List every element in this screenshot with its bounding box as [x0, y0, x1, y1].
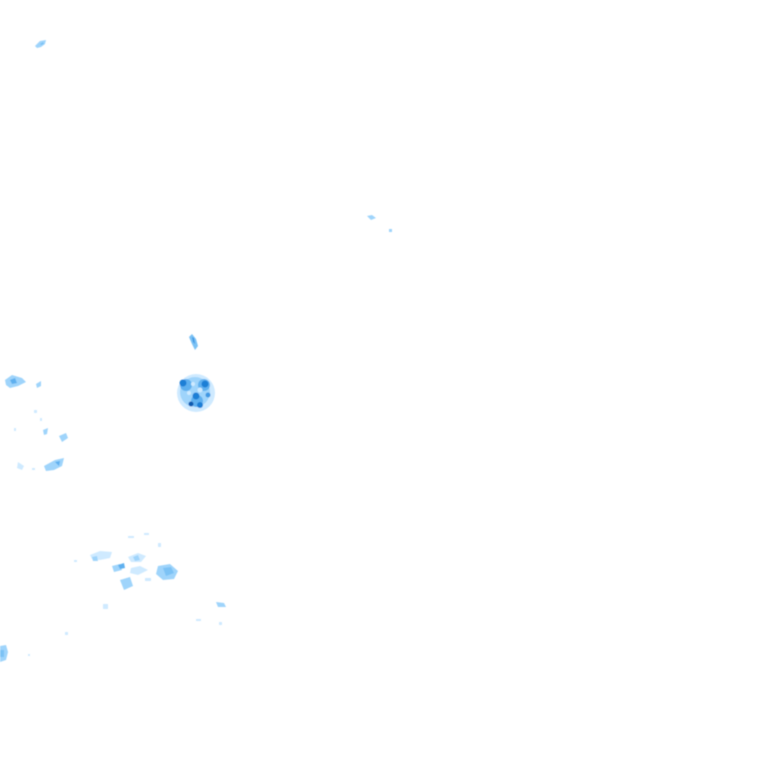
- echo-cell-southwest-edge: [0, 645, 8, 662]
- echo-cell-northwest-speck: [35, 40, 46, 48]
- echo-cell-south-specks: [28, 602, 226, 656]
- echo-cell-north-center-speck: [367, 215, 392, 232]
- echo-cell-west-edge-cluster: [5, 375, 68, 471]
- echo-cell-southwest-cluster: [74, 533, 178, 609]
- echo-cell-west-center-strand: [189, 334, 198, 350]
- echo-cell-west-center-core: [177, 374, 215, 412]
